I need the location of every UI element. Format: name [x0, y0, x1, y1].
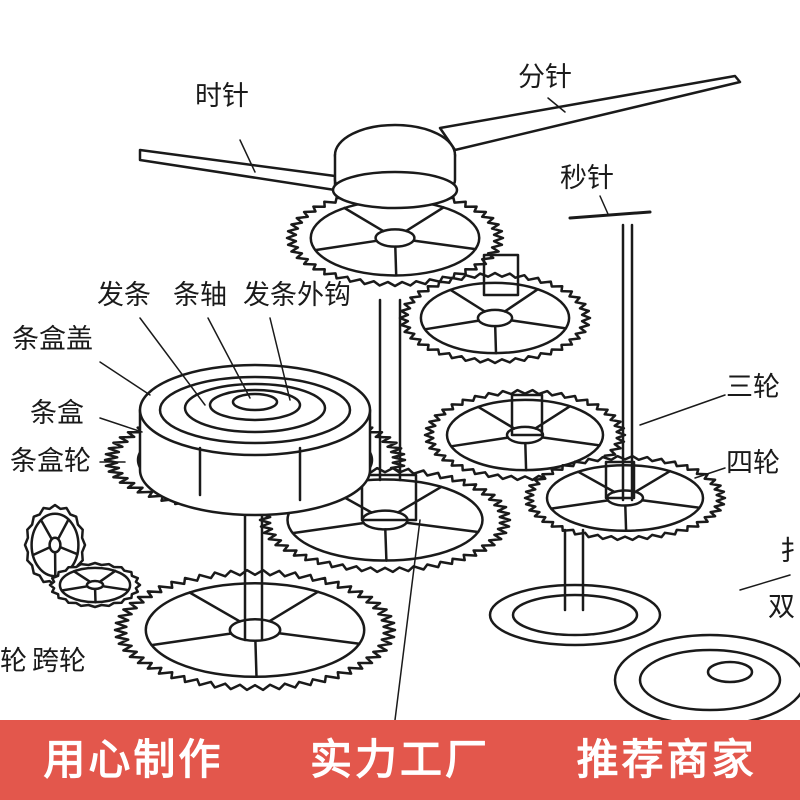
promo-banner: 用心制作 实力工厂 推荐商家: [0, 720, 800, 800]
slogan-1: 用心制作: [43, 735, 224, 784]
second-hand-label: 秒针: [560, 163, 614, 194]
minute-hand-label: 分针: [518, 62, 572, 93]
left-partial-label: 轮: [0, 646, 27, 677]
hour-hand-label: 时针: [195, 81, 249, 112]
bridge-gear: [48, 561, 142, 609]
gear-train-illustration: [23, 74, 800, 720]
barrel-label: 条盒: [30, 398, 84, 429]
barrel-cover-label: 条盒盖: [12, 324, 93, 355]
barrel-wheel-label: 条盒轮: [10, 446, 91, 477]
slogan-2: 实力工厂: [309, 735, 490, 784]
second-hand: [568, 210, 652, 220]
third-wheel-label: 三轮: [726, 372, 780, 403]
mainspring-label: 发条: [97, 280, 151, 311]
balance-wheel: [613, 633, 800, 720]
right-partial-label-1: 扌: [780, 536, 800, 567]
arbor-label: 条轴: [173, 280, 227, 311]
right-partial-label-2: 双: [768, 592, 795, 623]
escape-wheel: [488, 583, 662, 647]
spring-hook-label: 发条外钩: [243, 280, 351, 311]
pinion-third: [510, 393, 544, 437]
pinion-center: [360, 473, 418, 522]
pinion-top: [482, 253, 520, 297]
slogan-3: 推荐商家: [576, 735, 757, 784]
lower-barrel-gear: [113, 568, 397, 692]
pinion-fourth: [604, 460, 636, 500]
bridge-wheel-label: 跨轮: [32, 646, 86, 677]
hour-hand: [138, 148, 337, 192]
left-small-gear: [23, 503, 87, 587]
minute-hand: [438, 74, 742, 152]
fourth-wheel-label: 四轮: [726, 448, 780, 479]
minute-wheel-gear: [398, 271, 592, 365]
